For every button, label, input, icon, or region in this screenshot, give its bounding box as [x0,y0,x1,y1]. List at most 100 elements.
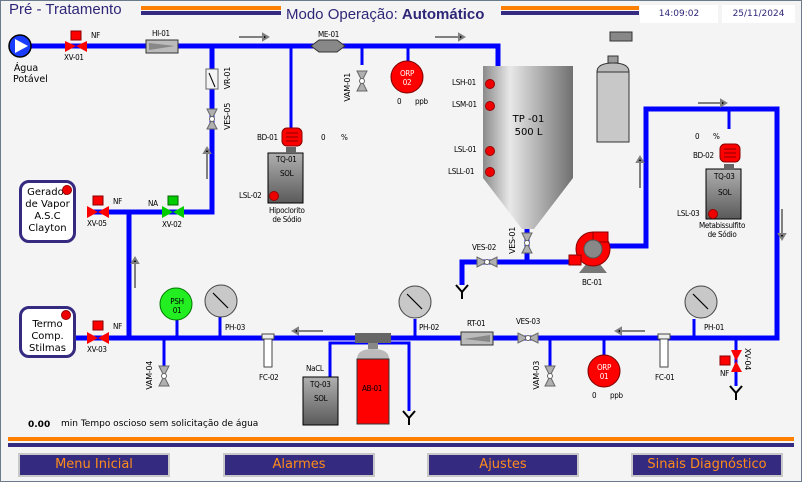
ves03-tag[interactable]: VES-03 [516,317,540,326]
footer-stripe-purple [8,443,794,447]
orp02-line2: 02 [402,78,412,87]
orp01-indicator [587,354,621,388]
tq03-nacl-type: SOL [314,394,328,403]
operation-mode: Modo Operação: Automático [286,6,484,23]
psh01-label[interactable]: PSH 01 [168,297,186,315]
xv01-valve [65,30,87,52]
orp01-line2: 01 [599,372,609,381]
pump-bc01 [568,231,611,273]
psh01-line2: 01 [172,306,182,315]
thermo-compressor-line3: Stilmas [29,343,66,354]
xv02-tag[interactable]: XV-02 [162,220,182,229]
lsl01-led [485,146,495,156]
idle-time-value: 0.00 [28,420,51,430]
bd02-pump [719,143,741,163]
tq01-content-line2: de Sódio [272,215,302,224]
ph03-tag[interactable]: PH-03 [225,323,246,332]
ab01-tag[interactable]: AB-01 [362,384,383,393]
tq01-name: TQ-01 [276,155,297,164]
tq03-meta-type: SOL [718,188,732,197]
process-diagram [8,30,787,426]
rt01-icon [460,331,494,346]
bd01-pump [281,127,303,147]
bc01-tag[interactable]: BC-01 [582,278,603,287]
orp02-value: 0 [397,97,402,106]
tq03-meta-content: Metabissulfito de Sódio [699,221,745,239]
mode-label: Modo Operação: [286,6,398,23]
ajustes-button[interactable]: Ajustes [427,453,579,477]
me01-tag: ME-01 [318,30,340,39]
orp02-line1: ORP [399,69,415,78]
steam-generator-line1: Gerador [27,187,68,198]
tq01-type: SOL [280,169,294,178]
ph02-tag[interactable]: PH-02 [419,323,440,332]
lsl03-led [708,209,718,219]
gas-cylinder [596,31,633,143]
filter-cartridges [261,333,671,368]
header-stripe-orange-2 [501,6,639,10]
lsm01-led [485,101,495,111]
water-source-line2: Potável [13,74,48,85]
steam-generator-box[interactable]: Gerador de Vapor A.S.C Clayton [19,180,76,243]
ves01-tag[interactable]: VES-01 [508,227,517,254]
mode-value: Automático [401,6,485,23]
thermo-compressor-line2: Comp. [31,331,64,342]
menu-inicial-button[interactable]: Menu Inicial [18,453,170,477]
vam04-tag[interactable]: VAM-04 [145,361,154,390]
lsh01-tag: LSH-01 [452,78,476,87]
bd02-unit: % [713,132,720,141]
lsl03-tag: LSL-03 [677,209,700,218]
lsl01-tag: LSL-01 [454,145,477,154]
orp01-label[interactable]: ORP 01 [595,363,613,381]
orp02-label[interactable]: ORP 02 [398,69,416,87]
steam-generator-alarm-led [62,185,72,195]
idle-time-label: min Tempo oscioso sem solicitação de águ… [61,419,259,429]
hi01-tag: HI-01 [152,29,170,38]
psh01-indicator [159,287,193,321]
tank-tp01-label[interactable]: TP -01 500 L [506,113,551,139]
ves02-tag[interactable]: VES-02 [472,243,496,252]
vam03-tag[interactable]: VAM-03 [532,361,541,390]
clock-time: 14:09:02 [640,5,718,23]
tq01-content: Hipoclorito de Sódio [269,206,305,224]
xv04-state: NF [720,369,729,378]
ves05-tag[interactable]: VES-05 [223,103,232,130]
lsll01-tag: LSLL-01 [448,167,475,176]
sinais-diagnostico-button[interactable]: Sinais Diagnóstico [631,453,783,477]
gray-valves [158,70,556,387]
bd02-tag[interactable]: BD-02 [693,151,714,160]
alarmes-button[interactable]: Alarmes [223,453,375,477]
vr01-tag[interactable]: VR-01 [223,67,232,90]
vam01-tag[interactable]: VAM-01 [343,73,352,102]
tank-tp01-name: TP -01 [512,114,545,125]
rt01-tag: RT-01 [467,319,486,328]
nacl-label: NaCL [306,364,324,373]
xv04-tag[interactable]: XV-04 [743,348,752,371]
lsm01-tag: LSM-01 [452,100,477,109]
lsl02-led [269,191,279,201]
tank-tp01 [483,66,573,229]
thermo-compressor-line1: Termo [32,319,63,330]
bd01-tag[interactable]: BD-01 [257,133,278,142]
ph01-tag[interactable]: PH-01 [704,323,725,332]
footer-stripe-orange [8,437,794,441]
orp02-indicator [390,60,424,94]
header-stripe-purple [141,11,281,15]
xv01-tag[interactable]: XV-01 [64,53,84,62]
orp01-value: 0 [592,391,597,400]
xv05-tag[interactable]: XV-05 [87,219,107,228]
clock-date: 25/11/2024 [722,5,795,23]
tq03-meta-content-line1: Metabissulfito [699,221,746,230]
vr01-icon [205,68,219,90]
water-source-icon [8,34,32,58]
xv03-tag[interactable]: XV-03 [87,345,107,354]
lsh01-led [485,79,495,89]
water-source-label: Água Potável [13,63,48,85]
ph-gauges [204,284,718,319]
bd01-unit: % [341,133,348,142]
tank-tp01-capacity: 500 L [514,127,543,138]
xv03-state: NF [113,322,122,331]
drain-icons [402,284,743,425]
xv05-state: NF [113,197,122,206]
